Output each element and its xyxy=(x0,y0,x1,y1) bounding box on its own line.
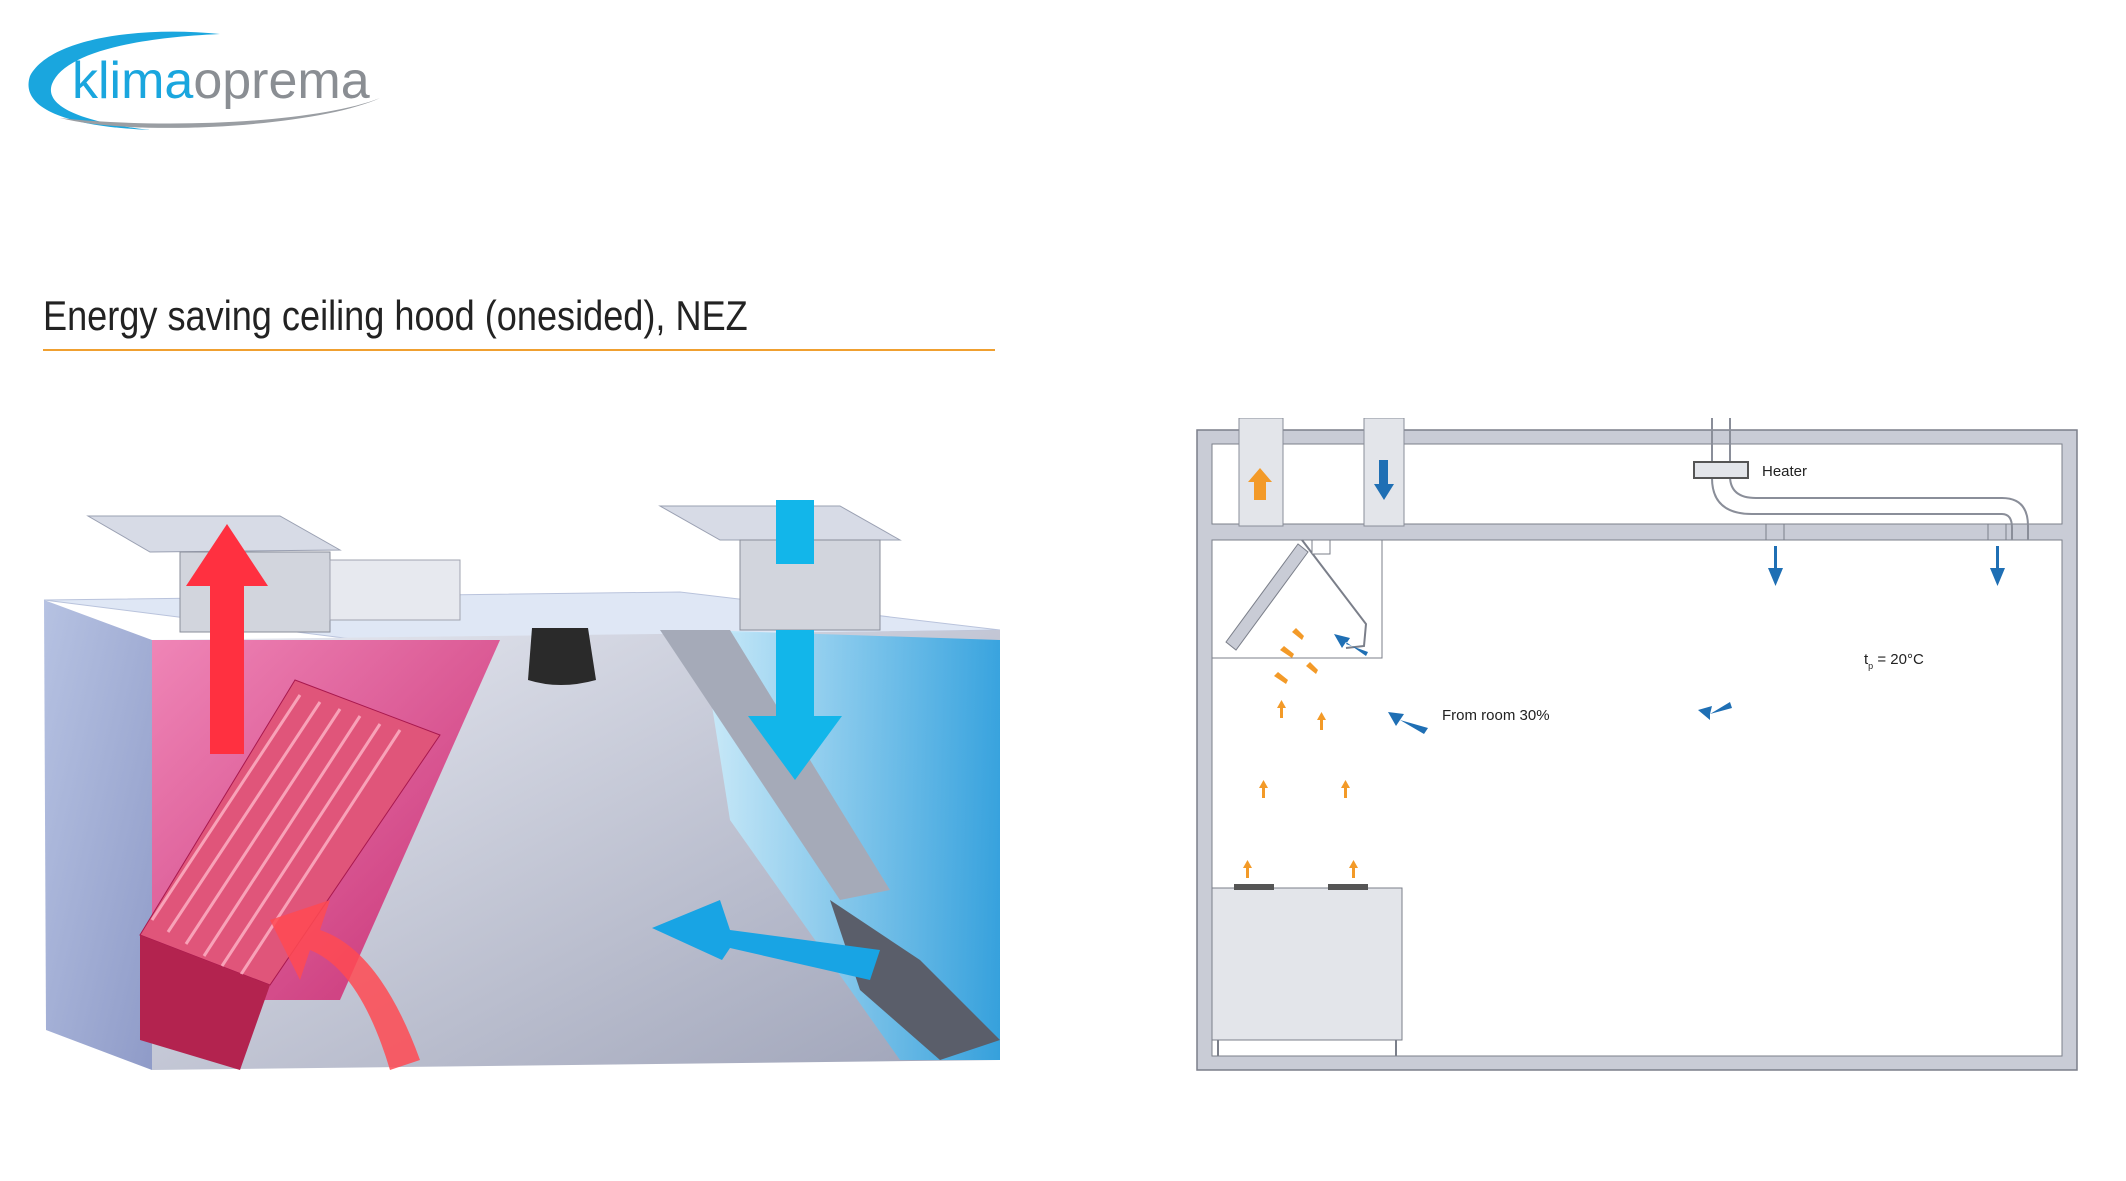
heater-label: Heater xyxy=(1762,463,1807,480)
room-air-arrow-right xyxy=(1698,702,1732,720)
ceiling-void xyxy=(1211,443,2063,525)
supply-nozzle xyxy=(830,900,1000,1060)
page-title: Energy saving ceiling hood (onesided), N… xyxy=(43,292,748,339)
logo-suffix: oprema xyxy=(193,52,369,110)
hood-supply-plenum xyxy=(1301,539,1368,649)
supply-down-arrow xyxy=(1374,460,1394,500)
diffuser-down-arrows xyxy=(1768,546,2005,586)
filter-slats xyxy=(150,694,402,977)
exhaust-arrow-up xyxy=(186,524,268,754)
heater-box xyxy=(1693,461,1749,479)
hood-front-panel xyxy=(44,600,152,1070)
exhaust-up-arrow xyxy=(1248,468,1272,500)
from-room-label: From room 30% xyxy=(1442,707,1550,724)
svg-text:klimaoprema: klimaoprema xyxy=(72,52,370,110)
exhaust-riser-duct xyxy=(1238,418,1284,527)
diffuser-right xyxy=(1987,523,2007,541)
supply-plenum-wall xyxy=(660,630,890,900)
exhaust-collar xyxy=(140,935,270,1070)
logo-prefix: klima xyxy=(72,52,193,110)
exhaust-duct-flange xyxy=(86,515,342,553)
title-underline xyxy=(43,349,995,351)
rising-heat-arrows xyxy=(1243,700,1358,878)
burner-left xyxy=(1234,884,1274,890)
cooking-range xyxy=(1211,887,1403,1041)
logo-swoosh xyxy=(28,31,220,130)
light-fixture xyxy=(528,628,596,685)
room-temperature-label: tp = 20°C xyxy=(1864,651,1924,671)
room-air-curved-arrow xyxy=(270,900,420,1070)
supply-jet-arrow xyxy=(652,900,880,980)
from-room-arrow xyxy=(1388,712,1428,734)
hood-illustration xyxy=(43,500,1000,1070)
heater-duct xyxy=(1711,418,2029,540)
klimaoprema-logo: klimaoprema xyxy=(28,31,380,130)
heat-arrows-in-hood xyxy=(1274,628,1318,684)
ventilation-schematic: Heater From room 30% tp = 20°C xyxy=(1196,418,2078,1071)
diffuser-left xyxy=(1765,523,1785,541)
exhaust-duct-2 xyxy=(329,559,461,621)
hood-light xyxy=(1311,539,1331,555)
supply-jet-arrow-hood xyxy=(1334,634,1368,656)
supply-arrow-down xyxy=(748,500,842,780)
hood-filter-section xyxy=(1225,543,1309,651)
burner-right xyxy=(1328,884,1368,890)
